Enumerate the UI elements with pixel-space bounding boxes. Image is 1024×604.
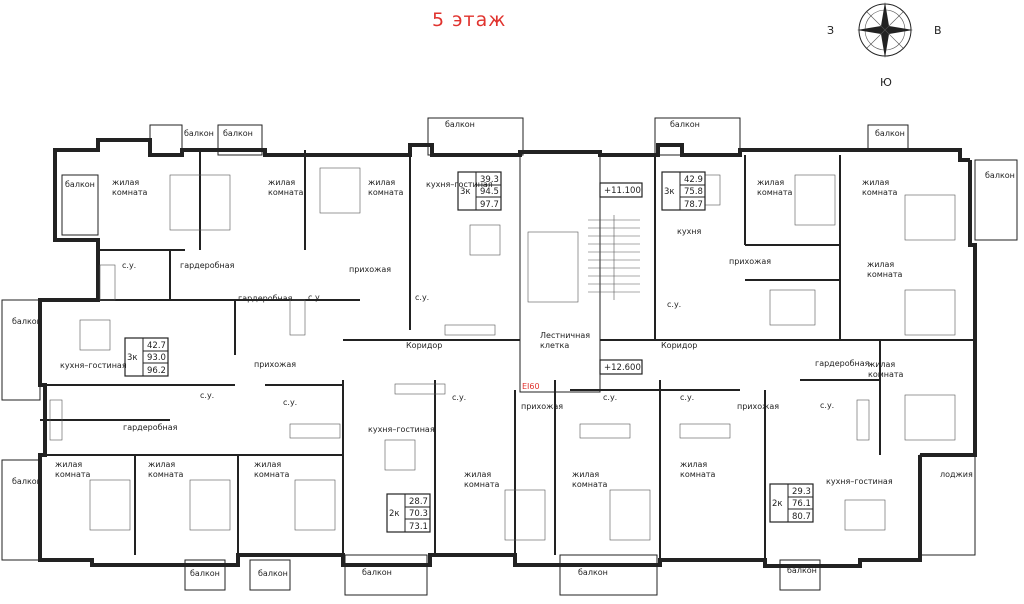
room-label-bathroom: с.у. xyxy=(680,393,694,402)
room-label-wardrobe: гардеробная xyxy=(815,359,870,368)
room-label-bathroom: с.у. xyxy=(415,293,429,302)
room-label-kitchen_living: кухня–гостиная xyxy=(826,477,893,486)
level-mark-upper: +11.100 xyxy=(599,182,643,198)
level-mark-lower: +12.600 xyxy=(599,359,643,375)
room-label-balcony: балкон xyxy=(12,317,42,326)
room-label-bathroom: с.у. xyxy=(667,300,681,309)
apartment-box-3: 3к 42.7 93.0 96.2 xyxy=(124,337,169,377)
apt-1-rooms: 3к xyxy=(460,187,471,197)
room-label-corridor: Коридор xyxy=(661,341,697,350)
room-label-bathroom: с.у. xyxy=(452,393,466,402)
apartment-box-4: 2к 28.7 70.3 73.1 xyxy=(386,493,431,533)
room-label-balcony: балкон xyxy=(12,477,42,486)
apartment-box-2: 3к 42.9 75.8 78.7 xyxy=(661,171,706,211)
apartment-box-5: 2к 29.3 76.1 80.7 xyxy=(769,483,814,523)
room-label-hallway: прихожая xyxy=(729,257,771,266)
room-label-hallway: прихожая xyxy=(254,360,296,369)
room-label-bathroom: с.у. xyxy=(308,293,322,302)
room-label-bathroom: с.у. xyxy=(820,401,834,410)
apt-2-area-full: 78.7 xyxy=(684,200,703,210)
apt-5-area-full: 80.7 xyxy=(792,512,811,522)
apt-4-area-total: 70.3 xyxy=(409,509,428,519)
room-label-balcony: балкон xyxy=(787,566,817,575)
apt-2-area-living: 42.9 xyxy=(684,175,703,185)
apartment-box-1: 3к 39.3 94.5 97.7 xyxy=(457,171,502,211)
room-label-balcony: балкон xyxy=(985,171,1015,180)
apt-3-area-full: 96.2 xyxy=(147,366,166,376)
room-label-wardrobe: гардеробная xyxy=(238,294,293,303)
apt-4-area-living: 28.7 xyxy=(409,497,428,507)
compass-east-label: В xyxy=(934,24,942,37)
apt-2-rooms: 3к xyxy=(664,187,675,197)
floor-title: 5 этаж xyxy=(432,9,506,31)
room-label-hallway: прихожая xyxy=(521,402,563,411)
room-label-balcony: балкон xyxy=(184,129,214,138)
level-upper-label: +11.100 xyxy=(604,186,641,196)
balconies xyxy=(1,117,1018,596)
room-label-balcony: балкон xyxy=(670,120,700,129)
room-label-loggia: лоджия xyxy=(940,470,973,479)
furniture xyxy=(49,167,956,541)
apt-4-rooms: 2к xyxy=(389,509,400,519)
interior-walls xyxy=(40,150,975,560)
room-label-balcony: балкон xyxy=(65,180,95,189)
room-label-bathroom: с.у. xyxy=(283,398,297,407)
fire-door-label: EI60 xyxy=(522,382,540,391)
level-lower-label: +12.600 xyxy=(604,363,641,373)
room-label-hallway: прихожая xyxy=(349,265,391,274)
room-label-balcony: балкон xyxy=(258,569,288,578)
compass-south-label: Ю xyxy=(880,76,892,89)
compass-rose xyxy=(857,2,913,58)
room-label-balcony: балкон xyxy=(362,568,392,577)
apt-1-area-total: 94.5 xyxy=(480,187,499,197)
apt-5-area-total: 76.1 xyxy=(792,499,811,509)
room-label-bathroom: с.у. xyxy=(603,393,617,402)
apt-1-area-living: 39.3 xyxy=(480,175,499,185)
room-label-bathroom: с.у. xyxy=(200,391,214,400)
room-label-corridor: Коридор xyxy=(406,341,442,350)
staircase xyxy=(527,215,640,303)
apt-2-area-total: 75.8 xyxy=(684,187,703,197)
apt-5-rooms: 2к xyxy=(772,499,783,509)
room-label-balcony: балкон xyxy=(578,568,608,577)
apt-3-area-total: 93.0 xyxy=(147,353,166,363)
apt-5-area-living: 29.3 xyxy=(792,487,811,497)
room-label-balcony: балкон xyxy=(223,129,253,138)
compass-west-label: З xyxy=(827,24,834,37)
apt-3-rooms: 3к xyxy=(127,353,138,363)
room-label-wardrobe: гардеробная xyxy=(123,423,178,432)
room-label-wardrobe: гардеробная xyxy=(180,261,235,270)
room-label-kitchen_living: кухня–гостиная xyxy=(60,361,127,370)
apt-3-area-living: 42.7 xyxy=(147,341,166,351)
room-label-kitchen: кухня xyxy=(677,227,702,236)
room-label-kitchen_living: кухня–гостиная xyxy=(426,180,493,189)
room-label-kitchen_living: кухня–гостиная xyxy=(368,425,435,434)
room-label-balcony: балкон xyxy=(875,129,905,138)
room-label-bathroom: с.у. xyxy=(122,261,136,270)
apt-1-area-full: 97.7 xyxy=(480,200,499,210)
room-label-hallway: прихожая xyxy=(737,402,779,411)
room-label-balcony: балкон xyxy=(445,120,475,129)
apt-4-area-full: 73.1 xyxy=(409,522,428,532)
room-label-balcony: балкон xyxy=(190,569,220,578)
